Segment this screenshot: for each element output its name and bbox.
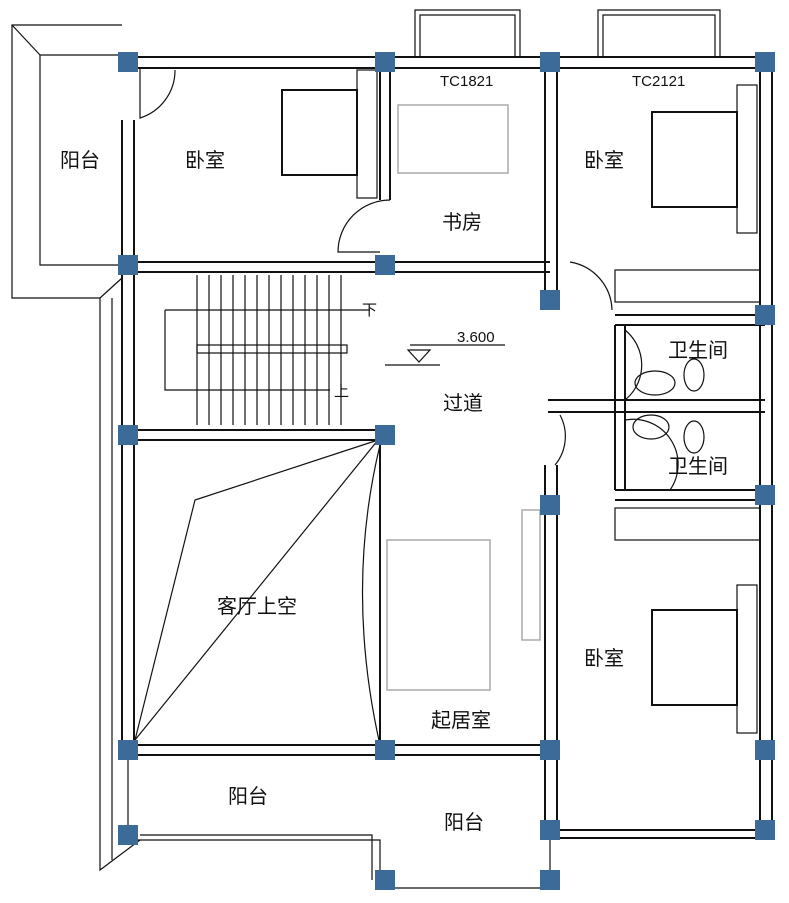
wardrobe-upper (614, 269, 761, 303)
sink-upper (634, 370, 676, 396)
structural-column (118, 52, 138, 72)
structural-column (540, 740, 560, 760)
stair-landing-rail (196, 344, 348, 354)
label-bedroom-nw: 卧室 (185, 148, 225, 172)
furniture (281, 69, 761, 734)
left-balcony-outline (11, 24, 123, 299)
elevation-marker (385, 344, 505, 366)
label-bath-upper: 卫生间 (668, 338, 728, 362)
columns (118, 52, 775, 890)
structural-column (118, 825, 138, 845)
toilet-upper (683, 358, 705, 392)
structural-column (540, 820, 560, 840)
structural-column (118, 425, 138, 445)
structural-column (375, 255, 395, 275)
structural-column (755, 52, 775, 72)
sink-lower (632, 414, 670, 440)
label-bedroom-se: 卧室 (584, 646, 624, 670)
structural-column (755, 305, 775, 325)
structural-column (375, 52, 395, 72)
label-balcony-bottom-right: 阳台 (444, 810, 484, 834)
bed-ne (651, 111, 738, 208)
staircase (196, 275, 342, 425)
doors (139, 68, 679, 491)
label-study: 书房 (442, 210, 482, 234)
structural-column (540, 495, 560, 515)
label-elevation: 3.600 (457, 329, 495, 346)
structural-column (540, 52, 560, 72)
label-bath-lower: 卫生间 (668, 454, 728, 478)
structural-column (755, 485, 775, 505)
sofa-set (386, 539, 491, 691)
structural-column (540, 870, 560, 890)
void-diagonal (134, 439, 379, 741)
curved-wall (361, 444, 381, 746)
label-stair-up: 上 (334, 383, 349, 400)
walls (121, 56, 773, 839)
outer-boundary (99, 298, 551, 889)
wardrobe-lower (614, 507, 761, 541)
label-window-tc2121: TC2121 (632, 73, 685, 90)
structural-column (375, 740, 395, 760)
toilet-lower (683, 420, 705, 454)
label-balcony-left: 阳台 (60, 148, 100, 172)
structural-column (118, 740, 138, 760)
structural-column (375, 870, 395, 890)
label-corridor: 过道 (443, 391, 483, 415)
label-family-room: 起居室 (431, 708, 491, 732)
bay-windows (414, 9, 721, 57)
label-stair-down: 下 (362, 302, 377, 319)
tv-cabinet (521, 509, 541, 641)
bed-se (651, 609, 738, 706)
structural-column (375, 425, 395, 445)
study-desk (397, 104, 509, 174)
label-living-void: 客厅上空 (217, 594, 297, 618)
stair-arrow-up (164, 310, 330, 391)
structural-column (755, 820, 775, 840)
structural-column (755, 740, 775, 760)
label-bedroom-ne: 卧室 (584, 148, 624, 172)
structural-column (118, 255, 138, 275)
structural-column (540, 290, 560, 310)
label-balcony-bottom-left: 阳台 (228, 784, 268, 808)
label-window-tc1821: TC1821 (440, 73, 493, 90)
bed-nw (281, 89, 358, 176)
